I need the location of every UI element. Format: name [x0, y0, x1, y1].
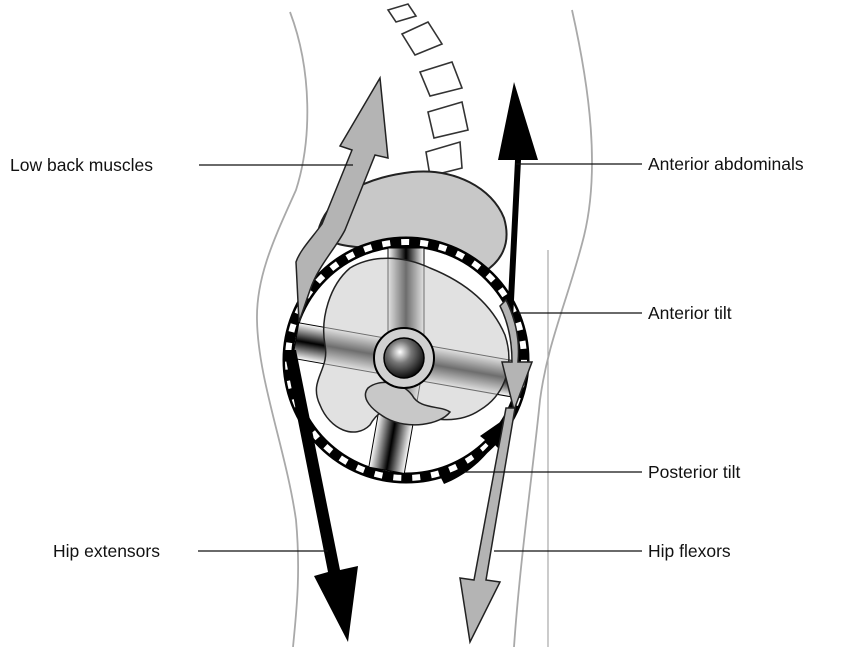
- hip-joint-inner: [384, 338, 424, 378]
- label-hip-extensors: Hip extensors: [53, 541, 160, 561]
- anterior-abdominals-arrow: [498, 82, 538, 320]
- label-low-back-muscles: Low back muscles: [10, 155, 153, 175]
- vertebra-1: [388, 4, 416, 22]
- spine: [388, 4, 468, 176]
- vertebra-2: [402, 22, 442, 55]
- vertebra-4: [428, 102, 468, 138]
- vertebra-3: [420, 62, 462, 96]
- label-hip-flexors: Hip flexors: [648, 541, 731, 561]
- label-anterior-tilt: Anterior tilt: [648, 303, 732, 323]
- label-anterior-abdominals: Anterior abdominals: [648, 154, 804, 174]
- label-posterior-tilt: Posterior tilt: [648, 462, 741, 482]
